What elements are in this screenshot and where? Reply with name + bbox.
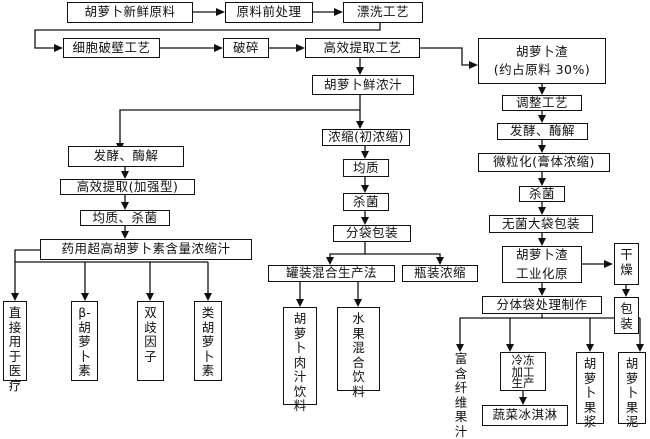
node-pack-label: 包装 xyxy=(620,301,633,331)
node-homogen-sterilize: 均质、杀菌 xyxy=(80,210,170,226)
node-sterilize-mid: 杀菌 xyxy=(343,193,389,211)
product-pulp-drink-label: 胡萝卜肉汁饮料 xyxy=(293,311,307,413)
node-medicinal-concentrate: 药用超高胡萝卜素含量浓缩汁 xyxy=(40,239,252,260)
node-concentrate: 浓缩(初浓缩) xyxy=(322,129,410,146)
product-jam: 胡萝卜果浆 xyxy=(576,352,604,429)
node-industrial-line1: 胡萝卜渣 xyxy=(515,247,568,263)
node-canning: 罐装混合生产法 xyxy=(268,265,395,282)
product-carotenoid: 类胡萝卜素 xyxy=(194,301,222,381)
node-sterilize-right: 杀菌 xyxy=(519,186,565,202)
node-crush: 破碎 xyxy=(223,38,269,58)
product-fiber-juice: 富含纤维果汁 xyxy=(450,351,472,438)
product-carotenoid-label: 类胡萝卜素 xyxy=(201,305,215,378)
node-extract-strong: 高效提取(加强型) xyxy=(60,179,195,195)
node-micronize: 微粒化(膏体浓缩) xyxy=(478,153,610,172)
product-puree-label: 胡萝卜果泥 xyxy=(625,356,639,429)
node-ferment-left: 发酵、酶解 xyxy=(68,146,184,167)
node-raw-material: 胡萝卜新鲜原料 xyxy=(67,2,193,23)
node-bagging: 分袋包装 xyxy=(333,225,411,242)
node-extract: 高效提取工艺 xyxy=(305,38,420,58)
product-bifido-label: 双歧因子 xyxy=(144,305,157,364)
node-rinse: 漂洗工艺 xyxy=(343,2,423,23)
product-bifido: 双歧因子 xyxy=(137,301,164,381)
node-aseptic-bag: 无菌大袋包装 xyxy=(489,215,593,233)
product-fruit-drink: 水果混合饮料 xyxy=(337,307,380,398)
node-cell-break: 细胞破壁工艺 xyxy=(63,38,160,58)
node-pomace-title: 胡萝卜渣 xyxy=(515,43,568,59)
product-beta-carotene: β-胡萝卜素 xyxy=(71,301,98,381)
node-pomace: 胡萝卜渣 (约占原料 30%) xyxy=(478,38,606,84)
node-pomace-sub: (约占原料 30%) xyxy=(493,62,591,77)
product-frozen-process: 冷冻加工生产 xyxy=(500,352,546,391)
node-homogen: 均质 xyxy=(343,159,389,177)
product-ice-cream: 蔬菜冰淇淋 xyxy=(482,405,568,426)
product-direct-medical-label: 直接用于医疗 xyxy=(8,305,22,393)
node-split-bag: 分体袋处理制作 xyxy=(482,296,602,314)
node-dry: 干燥 xyxy=(614,243,639,285)
node-fresh-juice: 胡萝卜鲜浓汁 xyxy=(312,75,414,95)
node-industrial: 胡萝卜渣 工业化原 xyxy=(502,246,582,283)
product-jam-label: 胡萝卜果浆 xyxy=(583,356,597,429)
node-pack: 包装 xyxy=(614,297,639,334)
node-adjust: 调整工艺 xyxy=(502,95,582,111)
node-dry-label: 干燥 xyxy=(620,247,633,277)
node-preprocess: 原料前处理 xyxy=(225,2,313,23)
product-fiber-juice-label: 富含纤维果汁 xyxy=(454,351,468,439)
node-bottle: 瓶装浓缩 xyxy=(402,265,478,282)
product-puree: 胡萝卜果泥 xyxy=(618,352,646,429)
product-beta-carotene-label: β-胡萝卜素 xyxy=(78,305,91,378)
product-fruit-drink-label: 水果混合饮料 xyxy=(352,311,365,399)
node-ferment-right: 发酵、酶解 xyxy=(497,123,588,140)
node-industrial-line2: 工业化原 xyxy=(515,265,568,281)
product-pulp-drink: 胡萝卜肉汁饮料 xyxy=(283,307,317,413)
product-frozen-process-label: 冷冻加工生产 xyxy=(511,353,535,390)
product-direct-medical: 直接用于医疗 xyxy=(3,301,27,392)
